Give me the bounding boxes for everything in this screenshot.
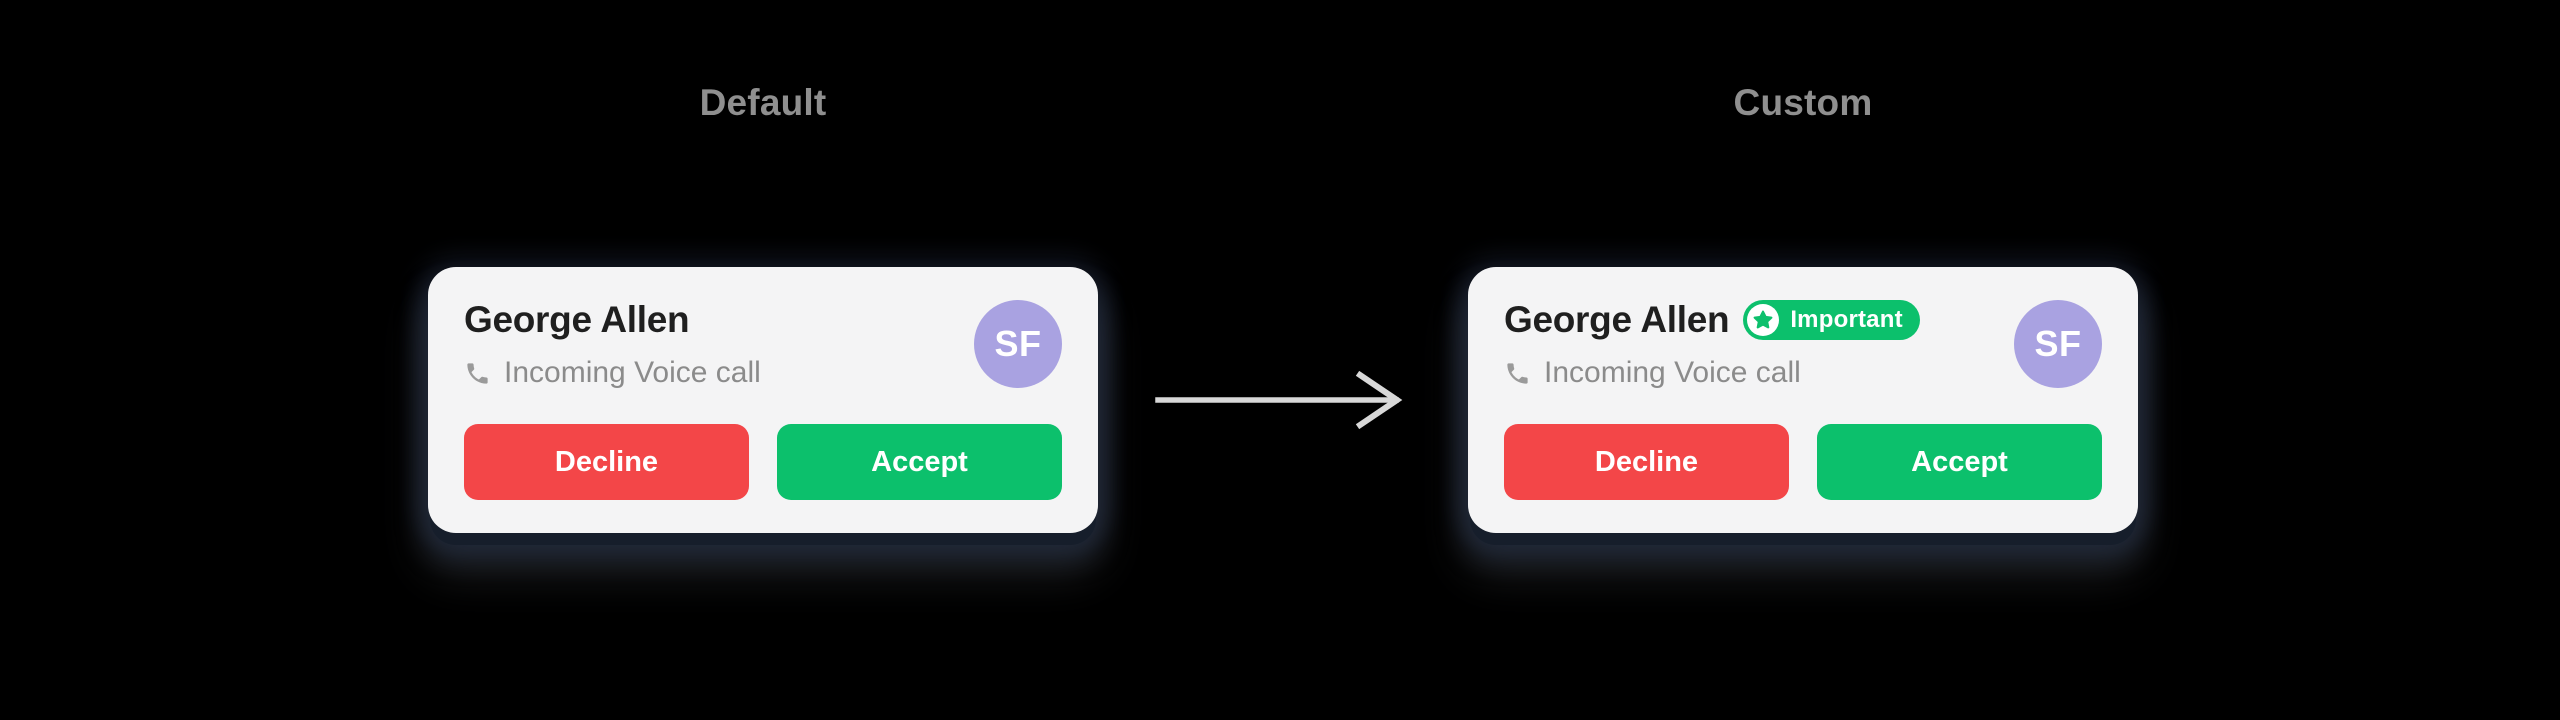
section-title-custom: Custom <box>1733 82 1873 123</box>
avatar: SF <box>974 300 1062 388</box>
section-title-default: Default <box>699 82 827 123</box>
caller-row: George Allen Important <box>1504 297 2102 343</box>
decline-button[interactable]: Decline <box>1504 424 1789 500</box>
call-notification-card-custom: George Allen Important Incoming Voice ca… <box>1468 267 2138 533</box>
caller-row: George Allen <box>464 297 1062 343</box>
accept-button[interactable]: Accept <box>1817 424 2102 500</box>
avatar: SF <box>2014 300 2102 388</box>
call-actions: Decline Accept <box>464 424 1062 500</box>
accept-button[interactable]: Accept <box>777 424 1062 500</box>
call-status-text: Incoming Voice call <box>504 356 761 389</box>
call-status-row: Incoming Voice call <box>1504 356 2102 390</box>
avatar-initials: SF <box>994 323 1042 364</box>
important-badge: Important <box>1743 300 1920 340</box>
call-actions: Decline Accept <box>1504 424 2102 500</box>
call-notification-card-default: George Allen Incoming Voice call SF Decl… <box>428 267 1098 533</box>
avatar-initials: SF <box>2034 323 2082 364</box>
caller-name: George Allen <box>1504 299 1730 340</box>
phone-icon <box>464 360 491 387</box>
caller-name: George Allen <box>464 299 690 340</box>
important-badge-label: Important <box>1790 306 1903 333</box>
arrow-right-icon <box>1152 364 1408 441</box>
decline-button[interactable]: Decline <box>464 424 749 500</box>
star-icon <box>1747 304 1780 336</box>
phone-icon <box>1504 360 1531 387</box>
call-status-row: Incoming Voice call <box>464 356 1062 390</box>
call-status-text: Incoming Voice call <box>1544 356 1801 389</box>
